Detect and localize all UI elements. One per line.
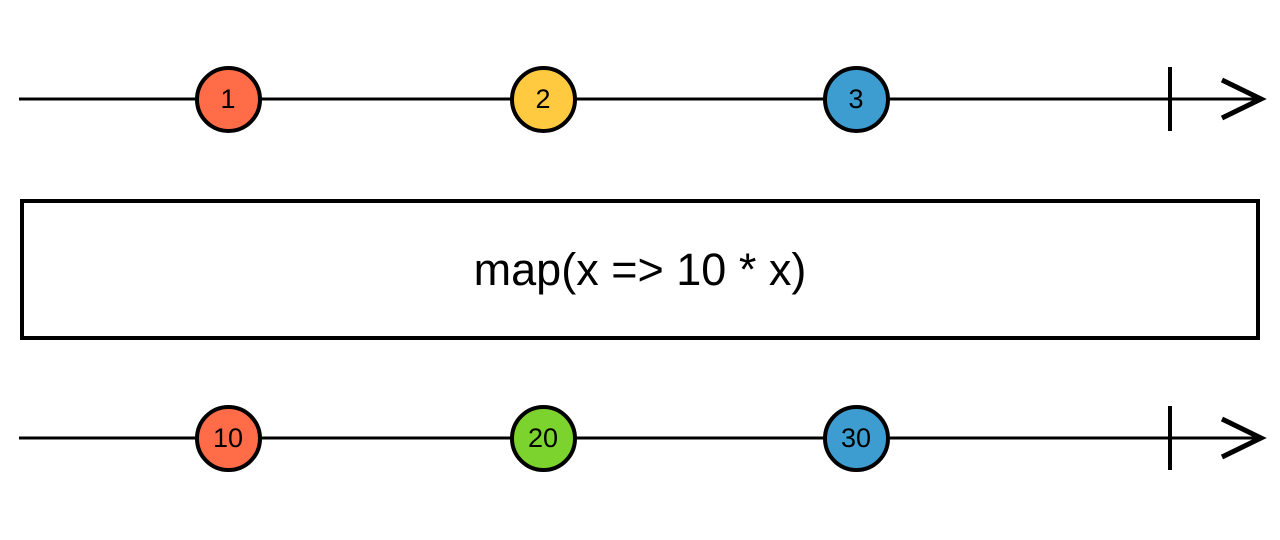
output-marble-2: 20 <box>509 404 577 472</box>
source-marble-3: 3 <box>822 65 890 133</box>
source-marble-1: 1 <box>194 65 262 133</box>
marble-value: 3 <box>848 83 864 114</box>
marble-value: 1 <box>220 83 236 114</box>
output-marble-1: 10 <box>194 404 262 472</box>
marble-value: 10 <box>212 422 244 453</box>
output-arrowhead-icon <box>1220 416 1267 460</box>
marble-value: 30 <box>840 422 872 453</box>
operator-box: map(x => 10 * x) <box>20 199 1260 340</box>
operator-label: map(x => 10 * x) <box>473 243 807 295</box>
source-marble-2: 2 <box>509 65 577 133</box>
marble-value: 2 <box>535 83 551 114</box>
output-marble-3: 30 <box>822 404 890 472</box>
source-arrowhead-icon <box>1220 77 1267 121</box>
marble-value: 20 <box>527 422 559 453</box>
